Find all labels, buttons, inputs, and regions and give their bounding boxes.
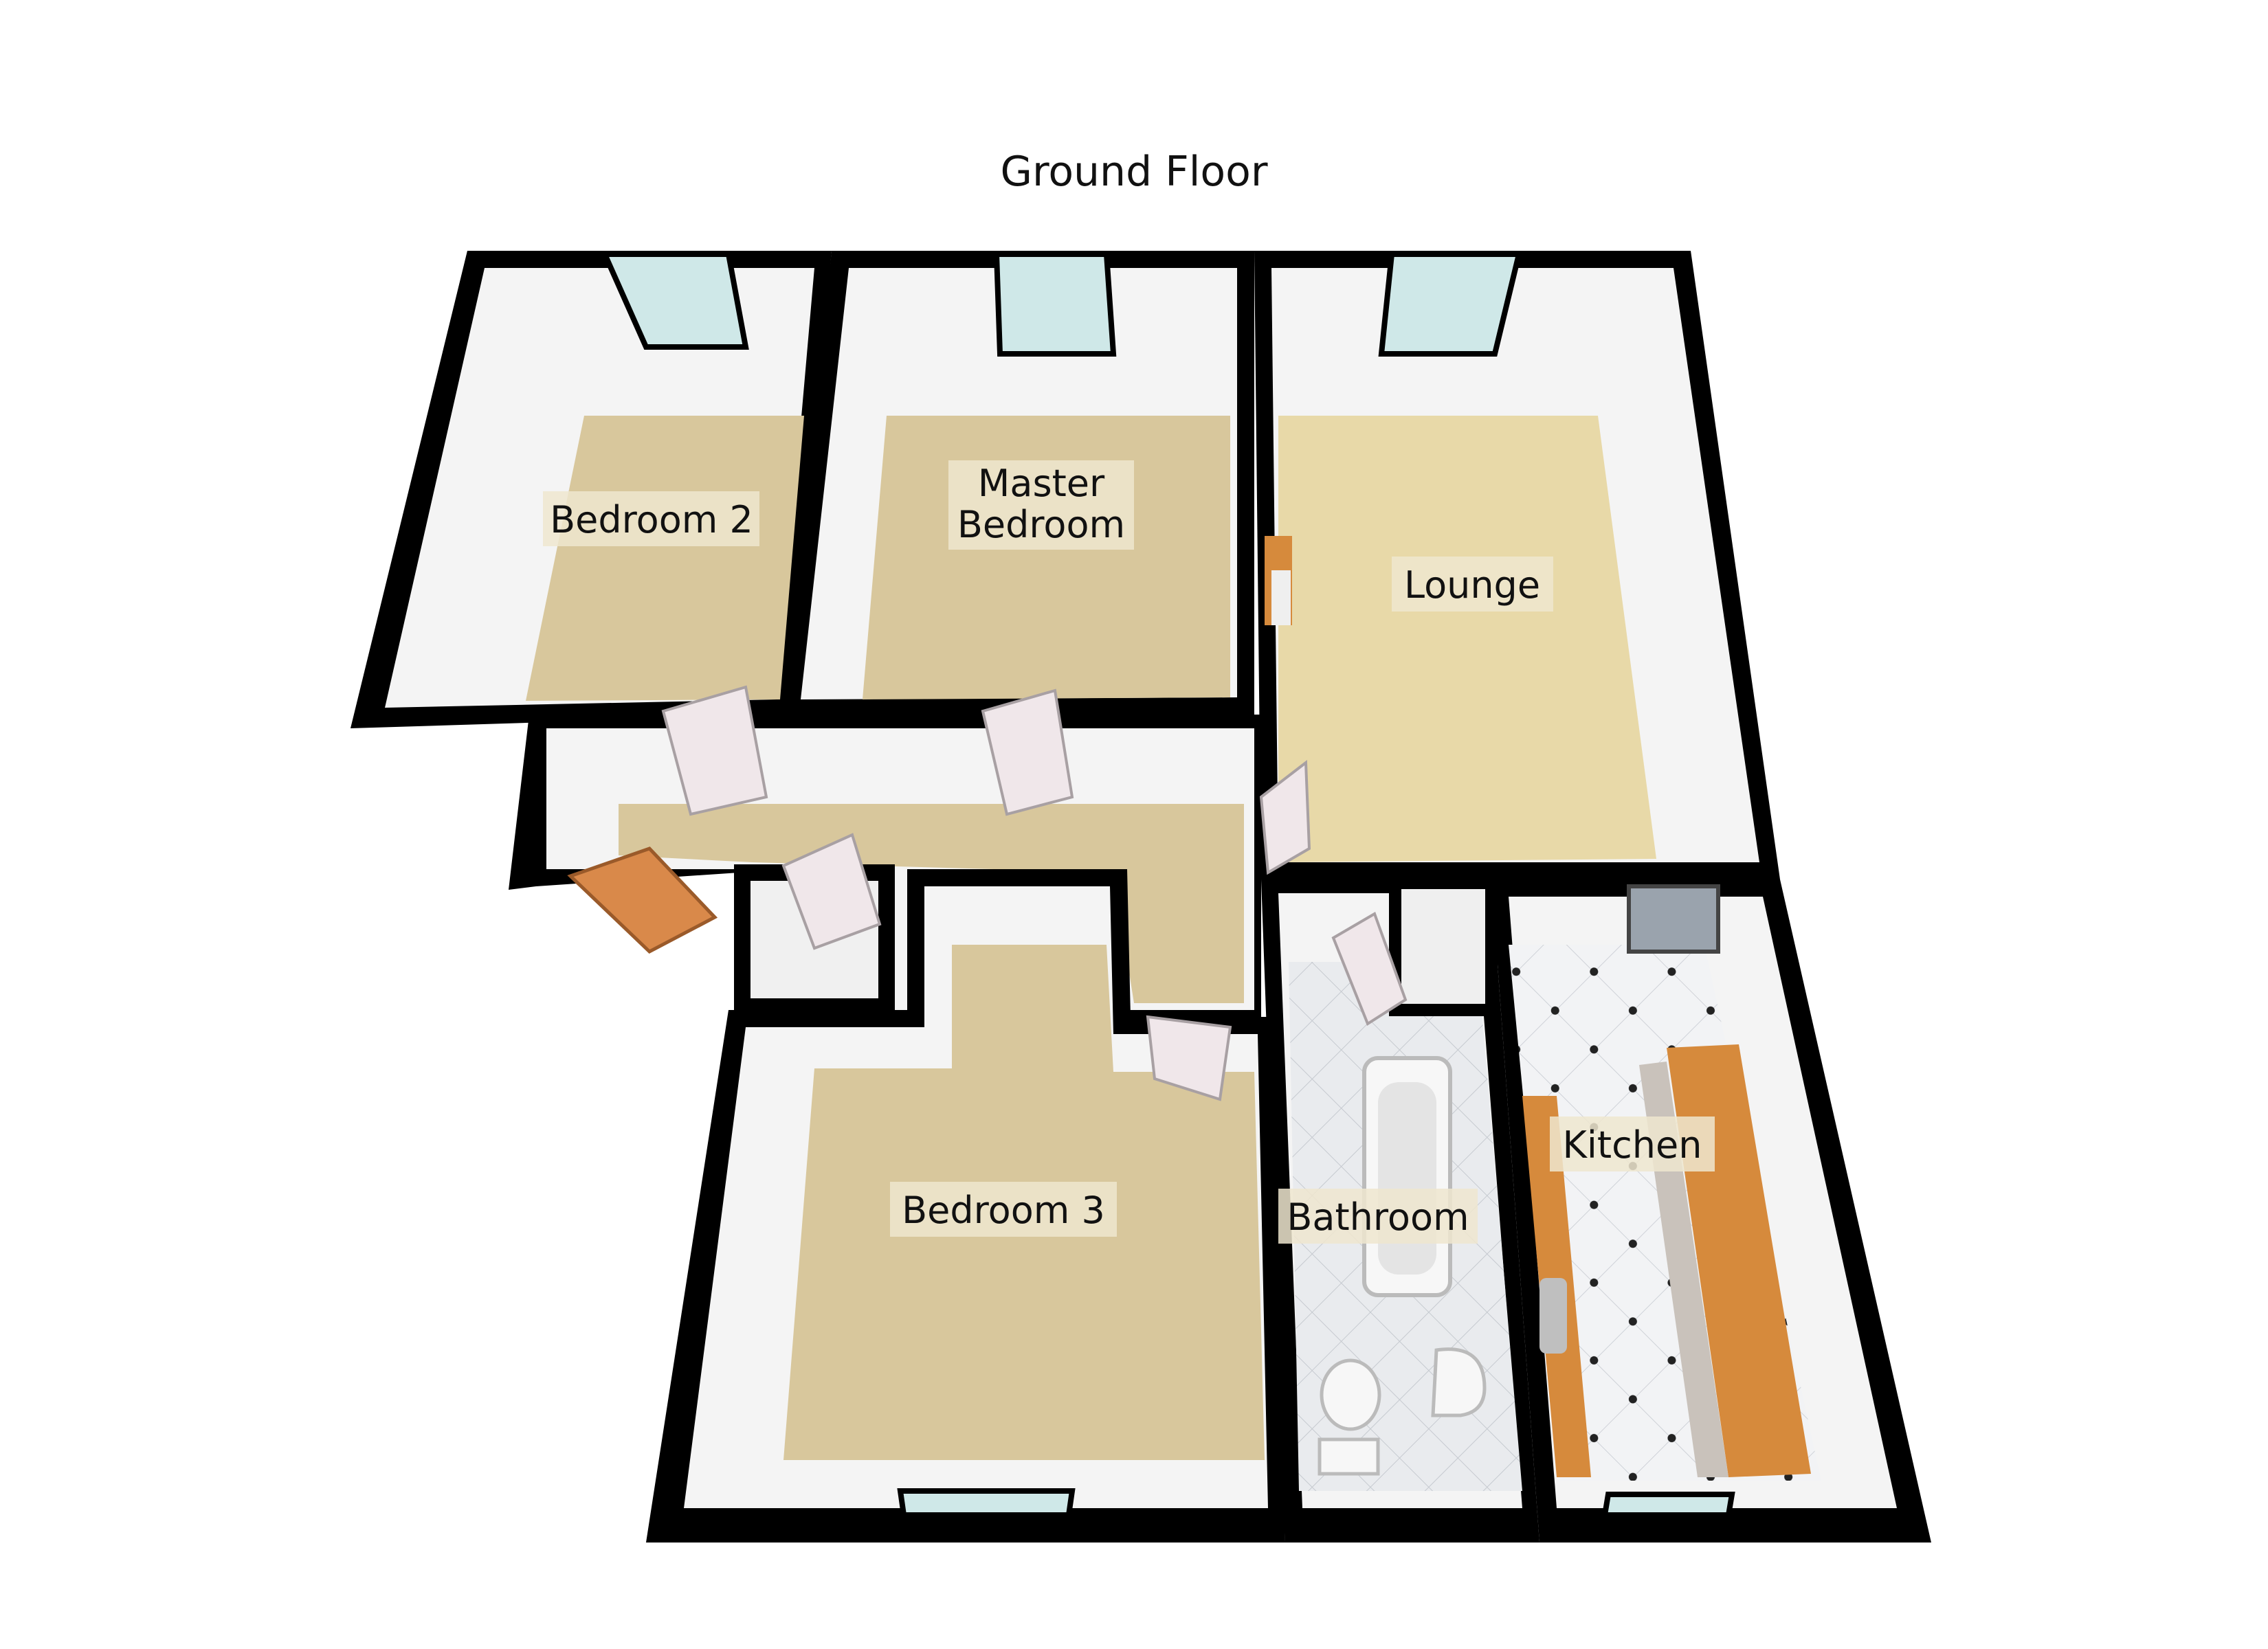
bathroom-label-bg xyxy=(1278,1189,1478,1244)
door-lounge xyxy=(1259,760,1311,875)
door-bathroom xyxy=(1331,912,1408,1026)
bedroom-3-label-bg xyxy=(890,1182,1117,1237)
room-master-bedroom xyxy=(783,251,1254,715)
toilet-icon xyxy=(1320,1358,1381,1431)
door-bedroom-3 xyxy=(1146,1015,1232,1101)
bedroom-2-window xyxy=(600,251,749,350)
kitchen-window xyxy=(1601,1492,1735,1518)
bedroom-2-floor xyxy=(526,416,804,701)
bath-basin xyxy=(1378,1082,1436,1275)
room-kitchen xyxy=(1491,879,1931,1543)
bedroom-2-label: Bedroom 2 xyxy=(550,498,753,541)
kitchen-label-bg xyxy=(1550,1117,1715,1171)
hallway-floor xyxy=(619,804,1244,1003)
bedroom-3-window xyxy=(897,1488,1076,1518)
bedroom-2-label-bg xyxy=(543,491,759,546)
lounge-label-bg xyxy=(1392,557,1553,612)
master-bedroom-label-line2: Bedroom xyxy=(957,503,1125,546)
front-door xyxy=(567,846,718,954)
door-master-bedroom xyxy=(981,688,1074,816)
lounge-window xyxy=(1378,251,1523,357)
kitchen-label: Kitchen xyxy=(1563,1123,1702,1167)
bathroom-airing-cupboard xyxy=(1389,877,1498,1016)
door-cupboard xyxy=(781,833,882,950)
master-bedroom-floor xyxy=(863,416,1230,699)
floor-title: Ground Floor xyxy=(1000,148,1267,196)
master-bedroom-label-bg xyxy=(948,460,1134,550)
kitchen-sink-icon xyxy=(1539,1278,1567,1354)
master-bedroom-window xyxy=(993,251,1117,357)
doors xyxy=(567,685,1408,1101)
lounge-hearth xyxy=(1271,570,1291,625)
master-bedroom-label-line1: Master xyxy=(978,462,1105,505)
lounge-floor xyxy=(1278,416,1656,862)
sink-icon xyxy=(1431,1347,1487,1417)
door-bedroom-2 xyxy=(661,685,768,816)
toilet-cistern xyxy=(1318,1437,1380,1476)
bedroom-3-label: Bedroom 3 xyxy=(902,1189,1105,1232)
boiler-vent-icon xyxy=(1627,884,1720,954)
room-bedroom-2 xyxy=(351,251,832,728)
bathroom-label: Bathroom xyxy=(1287,1196,1469,1239)
lounge-label: Lounge xyxy=(1404,563,1540,607)
